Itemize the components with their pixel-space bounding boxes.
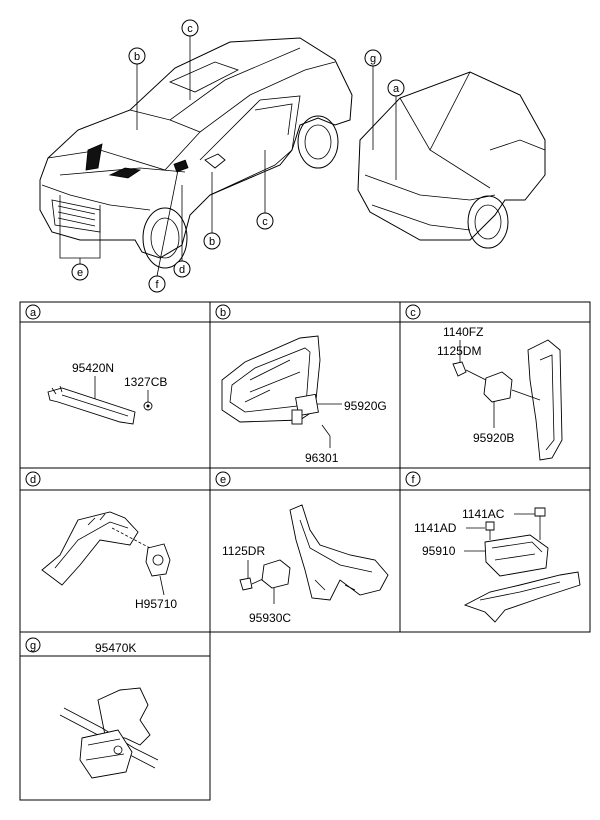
panel-a-letter: a <box>30 307 37 319</box>
panel-f-letter: f <box>411 474 415 486</box>
part-95470K: 95470K <box>95 641 136 655</box>
part-1125DM: 1125DM <box>437 344 481 358</box>
callout-a: a <box>393 83 400 95</box>
part-1141AD: 1141AD <box>414 521 457 535</box>
part-95920G: 95920G <box>344 399 387 413</box>
part-1327CB: 1327CB <box>124 375 167 389</box>
part-95420N: 95420N <box>72 361 114 375</box>
part-1140FZ: 1140FZ <box>443 325 483 339</box>
panel-e-letter: e <box>220 474 226 486</box>
panel-a-content: 95420N 1327CB <box>47 361 167 425</box>
panel-g-content: 95470K <box>59 641 159 779</box>
panel-grid <box>19 301 591 801</box>
callout-b-top: b <box>134 51 140 63</box>
callout-g: g <box>370 53 376 65</box>
callout-d: d <box>179 264 185 276</box>
panel-d-content: H95710 <box>41 511 177 611</box>
panel-c-letter: c <box>410 307 416 319</box>
panel-c-content: 1140FZ 1125DM 95920B <box>437 325 563 461</box>
panel-g-letter: g <box>30 640 36 652</box>
panel-e-content: 1125DR 95930C <box>222 504 389 625</box>
part-95910: 95910 <box>422 544 456 558</box>
callout-b-door: b <box>209 236 215 248</box>
callout-e: e <box>77 267 83 279</box>
car-front-view <box>39 37 353 269</box>
part-1141AC: 1141AC <box>462 507 505 521</box>
car-rear-view <box>357 71 546 249</box>
panel-f-content: 1141AC 1141AD 95910 <box>414 507 581 623</box>
panel-d-letter: d <box>30 474 36 486</box>
rear-callouts: g a <box>364 49 405 180</box>
part-95930C: 95930C <box>249 611 291 625</box>
front-callouts: c b c b d f e <box>59 19 274 293</box>
part-H95710: H95710 <box>135 597 177 611</box>
callout-c-door: c <box>262 216 268 228</box>
part-1125DR: 1125DR <box>222 544 265 558</box>
panel-b-content: 95920G 96301 <box>221 335 387 465</box>
part-95920B: 95920B <box>473 431 514 445</box>
callout-c-top: c <box>187 23 193 35</box>
panel-headers: a b c d e f g <box>25 304 421 653</box>
panel-b-letter: b <box>220 307 226 319</box>
part-96301: 96301 <box>305 451 339 465</box>
callout-f: f <box>155 279 159 291</box>
